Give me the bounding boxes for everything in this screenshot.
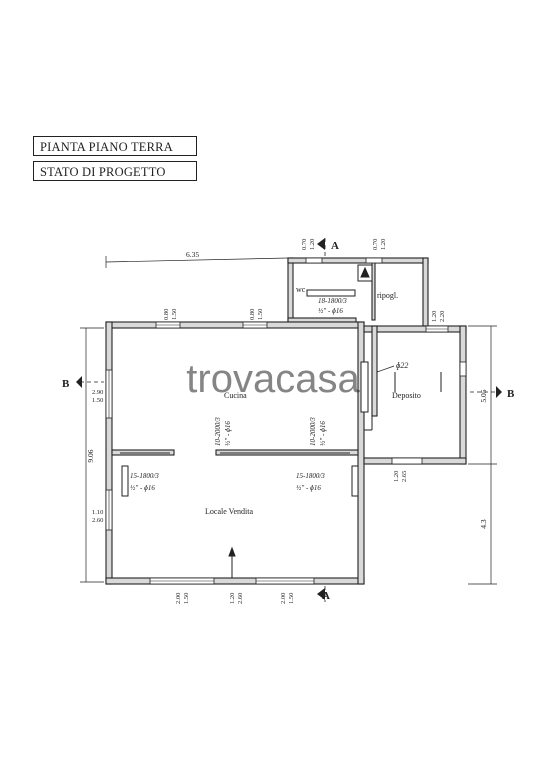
beam-vendita-right <box>351 465 359 497</box>
wl-bottom-door-h: 2.60 <box>237 593 244 604</box>
window-glass-lines <box>108 324 448 582</box>
window-deposito-right <box>459 361 467 377</box>
beam-vertical <box>360 361 369 413</box>
room-label-locale-vendita: Locale Vendita <box>205 507 254 516</box>
section-b-left: B <box>62 378 70 390</box>
wl-bottom1-h: 1.50 <box>183 593 190 604</box>
dim-label-right-upper: 5.05 <box>479 389 488 402</box>
dim-label-top: 6.35 <box>186 250 199 259</box>
wall-ripost-right <box>422 257 429 327</box>
bl-cucina1-1: 10-2000/3 <box>214 417 222 446</box>
wl-deposito-w: 1.20 <box>431 311 438 322</box>
wl-left-upper-h: 1.50 <box>92 397 103 404</box>
bl-vendita1-2: ½" - ɸ16 <box>130 484 155 492</box>
wl-bottom2-h: 1.50 <box>288 593 295 604</box>
beams <box>121 289 369 497</box>
section-a-top: A <box>331 240 339 252</box>
wl-cucina2-h: 1.50 <box>257 309 264 320</box>
beam-wc <box>306 289 356 297</box>
wl-wc-left-h: 1.20 <box>309 239 316 250</box>
dim-top-overall <box>105 257 289 263</box>
wall-main-left <box>105 321 113 585</box>
bl-wc-2: ½" - ɸ16 <box>318 307 343 315</box>
section-a-bottom: A <box>322 590 330 602</box>
beam-vendita-left <box>121 465 129 497</box>
window-wc-1 <box>305 257 323 264</box>
beam-labels: 18-1800/3 ½" - ɸ16 10-2000/3 ½" - ɸ16 10… <box>130 297 408 492</box>
dim-label-right-lower: 4.3 <box>479 519 488 529</box>
room-label-ripostiglio: ripogl. <box>377 291 398 300</box>
wall-main-bottom <box>105 577 365 585</box>
entrance-door <box>228 546 236 578</box>
wl-deposito-h: 2.20 <box>439 311 446 322</box>
wl-wc-right-h: 1.20 <box>380 239 387 250</box>
wl-wc-right-w: 0.70 <box>372 239 379 250</box>
door-deposito-bottom <box>391 457 423 465</box>
wl-cucina2-w: 0.80 <box>249 309 256 320</box>
wl-left-lower-h: 2.60 <box>92 517 103 524</box>
bl-vendita1-1: 15-1800/3 <box>130 472 159 480</box>
wl-left-upper-w: 2.90 <box>92 389 103 396</box>
room-label-cucina: Cucina <box>224 391 247 400</box>
bl-wc-1: 18-1800/3 <box>318 297 347 305</box>
section-b-right: B <box>507 388 515 400</box>
title-pianta-piano-terra: PIANTA PIANO TERRA <box>33 136 197 156</box>
room-label-wc: wc <box>296 285 306 294</box>
bl-cucina2-1: 10-2000/3 <box>309 417 317 446</box>
pipe-label: ɸ22 <box>396 361 408 370</box>
wl-bottom1-w: 2.00 <box>175 593 182 604</box>
chimney-symbol <box>357 264 373 282</box>
walls <box>105 257 467 585</box>
window-wc-2 <box>365 257 383 264</box>
wl-wc-left-w: 0.70 <box>301 239 308 250</box>
section-arrows <box>76 238 502 600</box>
wall-deposito-left <box>371 325 378 417</box>
wall-main-top <box>105 321 365 329</box>
dim-label-left: 9.06 <box>86 449 95 462</box>
wall-wc-bottom <box>287 317 357 323</box>
wl-cucina1-h: 1.50 <box>171 309 178 320</box>
bl-cucina2-2: ½" - ɸ16 <box>319 421 327 446</box>
title-stato-di-progetto: STATO DI PROGETTO <box>33 161 197 181</box>
wl-deposito-door-w: 1.20 <box>393 471 400 482</box>
bl-vendita2-1: 15-1800/3 <box>296 472 325 480</box>
wl-left-lower-w: 1.10 <box>92 509 103 516</box>
bl-cucina1-2: ½" - ɸ16 <box>224 421 232 446</box>
dimension-lines <box>80 256 497 585</box>
openings <box>105 257 467 585</box>
wl-bottom-door-w: 1.20 <box>229 593 236 604</box>
door-cucina-deposito <box>364 416 373 431</box>
room-label-deposito: Deposito <box>392 391 421 400</box>
wall-wc-left <box>287 257 294 323</box>
window-labels: 0.70 1.20 0.70 1.20 0.80 1.50 0.80 1.50 … <box>92 239 446 604</box>
wl-bottom2-w: 2.00 <box>280 593 287 604</box>
bl-vendita2-2: ½" - ɸ16 <box>296 484 321 492</box>
wl-deposito-door-h: 2.65 <box>401 471 408 482</box>
wall-deposito-top <box>363 325 467 333</box>
wl-cucina1-w: 0.80 <box>163 309 170 320</box>
watermark-text: trovacasa <box>186 357 360 401</box>
wall-deposito-right <box>459 325 467 465</box>
